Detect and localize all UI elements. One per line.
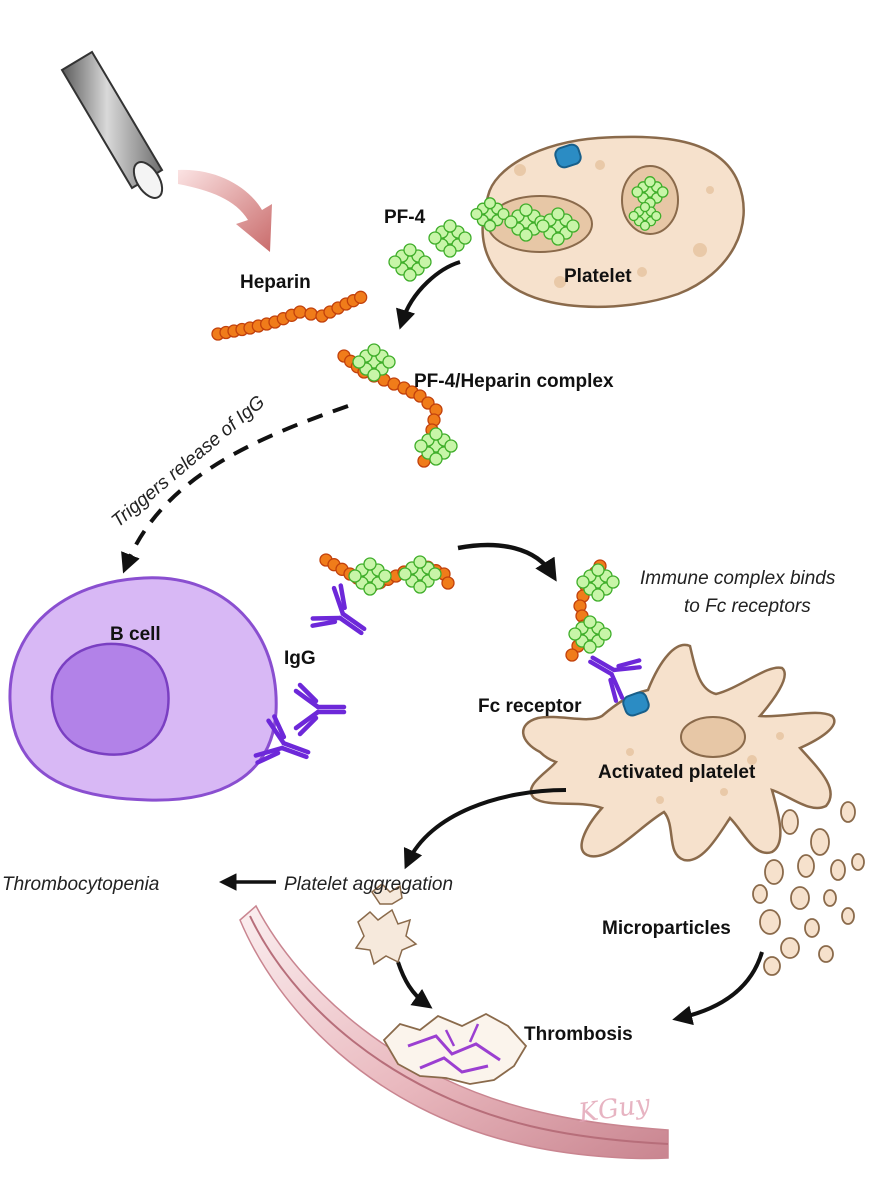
bound-complex-pf4 <box>576 563 620 602</box>
pf4-granule-content <box>631 176 669 209</box>
pf4-tetramer <box>428 219 472 258</box>
igg-antibody-icon <box>588 655 642 703</box>
microparticle <box>790 886 810 910</box>
complex-pf4 <box>414 427 458 466</box>
microparticle <box>841 907 855 925</box>
molecule-layer <box>211 176 740 753</box>
aggregation-arrow <box>403 788 567 870</box>
activated-platelet-label: Activated platelet <box>598 762 756 783</box>
b-cell <box>8 576 278 802</box>
igg-layer <box>253 583 642 765</box>
pf4-label: PF-4 <box>384 207 426 228</box>
bound-complex-pf4 <box>568 615 612 654</box>
microparticle <box>810 828 830 856</box>
pf4-tetramer <box>470 197 510 232</box>
microparticle-thrombosis-arrow <box>672 951 764 1026</box>
pf4-tetramer <box>388 243 432 282</box>
igg-antibody-icon <box>310 583 367 636</box>
aggregating-platelets <box>354 882 418 966</box>
microparticle <box>818 945 834 963</box>
thrombosis-label: Thrombosis <box>524 1024 633 1045</box>
fc-receptor-icon <box>622 691 650 717</box>
pf4-heparin-complex-label: PF-4/Heparin complex <box>414 371 614 392</box>
thrombus <box>382 1012 528 1085</box>
platelet-label: Platelet <box>564 266 632 287</box>
complex-binding-arrow <box>457 542 557 582</box>
microparticle <box>797 854 815 878</box>
immune-complex-pf4 <box>348 557 392 596</box>
platelet-aggregation-label: Platelet aggregation <box>284 874 453 895</box>
pf4-release-arrow <box>396 260 461 330</box>
complex-pf4 <box>352 343 396 382</box>
immune-complex-label-line1: Immune complex binds <box>640 568 836 589</box>
microparticle <box>823 889 837 907</box>
microparticles-cluster <box>752 801 865 976</box>
syringe-needle-icon <box>60 50 164 199</box>
microparticle <box>752 884 768 904</box>
thrombocytopenia-label: Thrombocytopenia <box>2 874 159 895</box>
activated-platelet <box>522 643 836 862</box>
igg-antibody-icon <box>253 714 311 765</box>
b-cell-label: B cell <box>110 624 161 645</box>
immune-complex-label-line2: to Fc receptors <box>684 596 811 617</box>
microparticle <box>830 859 846 881</box>
microparticles-label: Microparticles <box>602 918 731 939</box>
heparin-injection-arrow <box>178 169 272 252</box>
microparticle <box>759 909 781 935</box>
fc-receptor-icon <box>554 143 582 169</box>
microparticle <box>781 809 799 835</box>
pf4-granule-content <box>536 207 580 246</box>
microparticle <box>780 937 800 959</box>
microparticle <box>804 918 820 938</box>
heparin-label: Heparin <box>240 272 311 293</box>
microparticle <box>764 859 784 885</box>
igg-antibody-icon <box>293 682 347 737</box>
triggers-release-label: Triggers release of IgG <box>108 392 269 532</box>
blood-vessel <box>239 904 669 1160</box>
aggregate-to-thrombus-arrow <box>396 961 433 1009</box>
microparticle <box>763 956 781 976</box>
microparticle <box>851 853 865 871</box>
microparticle <box>840 801 856 823</box>
heparin-chain <box>211 290 368 341</box>
trigger-dashed-arrow <box>121 404 349 574</box>
pf4-granule-content <box>628 201 662 231</box>
igg-label: IgG <box>284 648 316 669</box>
fc-receptor-label: Fc receptor <box>478 696 582 717</box>
artist-signature: KGuy <box>576 1089 652 1129</box>
immune-complex-pf4 <box>398 555 442 594</box>
